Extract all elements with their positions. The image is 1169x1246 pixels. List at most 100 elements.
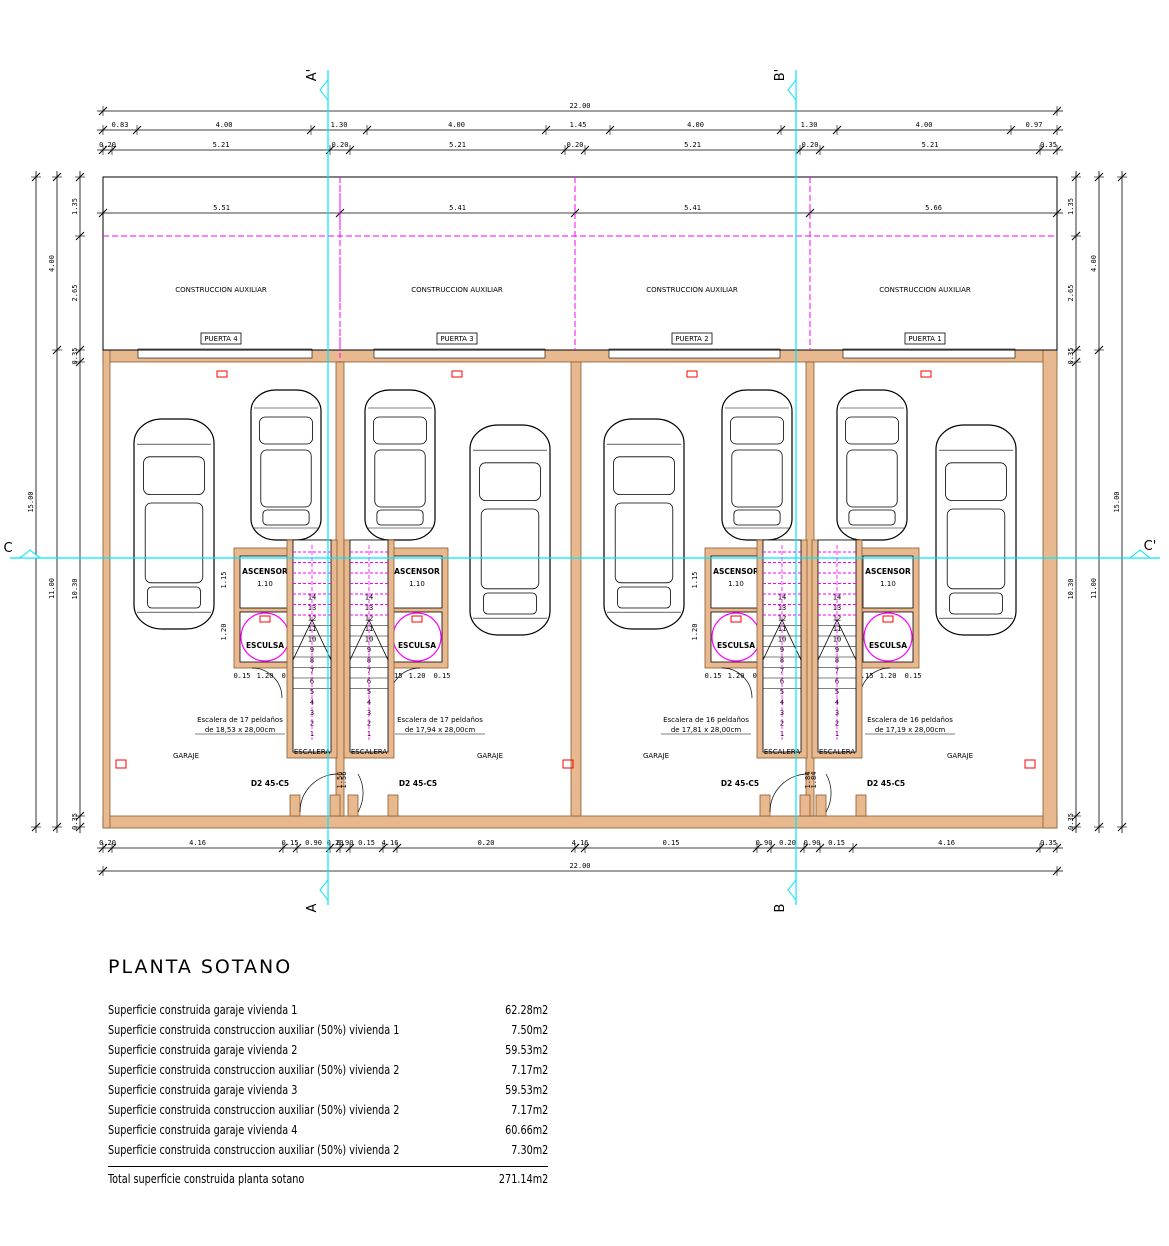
smoke-detector: [686, 370, 698, 378]
door-code: D2 45-C5: [251, 779, 289, 788]
dim-label: 4.00: [48, 255, 56, 272]
elevator-shaft: [862, 555, 914, 609]
car: [469, 424, 551, 636]
elev-hdim: 0.15: [905, 672, 922, 680]
car-roof: [480, 508, 540, 590]
car-body: [721, 389, 793, 541]
dim-label: 4.00: [448, 121, 465, 129]
lift-marker: [730, 615, 742, 623]
stair-note: Escalera de 16 peldaños: [867, 716, 953, 724]
jamb: [855, 794, 867, 817]
elevator-shaft: [391, 555, 443, 609]
dim-label: 4.00: [216, 121, 233, 129]
row-label: Superficie construida garaje vivienda 2: [108, 1042, 298, 1057]
garage-label: GARAJE: [643, 752, 669, 760]
car: [133, 418, 215, 630]
row-value: 59.53m2: [505, 1082, 549, 1097]
dim-label: 4.00: [687, 121, 704, 129]
car-body: [935, 424, 1017, 636]
stair-note: de 18,53 x 28,00cm: [205, 726, 275, 734]
dim-label: 5.21: [922, 141, 939, 149]
elev-vdim: 1.20: [220, 624, 228, 641]
aux-label: CONSTRUCCION AUXILIAR: [411, 286, 503, 294]
stair-arrow: [817, 619, 857, 661]
step-number: 6: [367, 678, 371, 686]
stair-label: ESCALERA: [764, 748, 800, 756]
elevator-dim: 1.10: [880, 580, 896, 588]
elevator-dim: 1.10: [257, 580, 273, 588]
elev-vdim: 1.15: [691, 572, 699, 589]
car-roof: [260, 449, 312, 508]
elev-hdim: 0.15: [705, 672, 722, 680]
stair-arrow: [292, 619, 332, 661]
dim-overall-top: 22.00: [569, 102, 590, 110]
dim-left-total: 15.00: [27, 491, 35, 512]
car: [603, 418, 685, 630]
total-value: 271.14m2: [498, 1171, 549, 1186]
row-label: Superficie construida garaje vivienda 4: [108, 1122, 298, 1137]
stair-vdim: 1.56: [336, 772, 344, 789]
dim-label: 0.20: [802, 141, 819, 149]
core: ASCENSOR1.10ESCULSA1.151.200.151.200.151…: [804, 539, 955, 817]
door-swing: [251, 667, 283, 699]
garage-door-opening: [373, 348, 546, 359]
row-value: 7.30m2: [511, 1142, 549, 1157]
dim-label: 0.35: [71, 813, 79, 830]
row-label: Superficie construida garaje vivienda 3: [108, 1082, 298, 1097]
dim-label: 1.35: [1067, 198, 1075, 215]
door-swing: [825, 773, 832, 813]
jamb: [329, 794, 341, 817]
lift-pit-label: ESCULSA: [246, 641, 284, 650]
car-roof: [846, 449, 898, 508]
elevator-shaft: [710, 555, 762, 609]
dim-label: 0.90: [305, 839, 322, 847]
dim-label: 5.41: [449, 204, 466, 212]
garage-label: GARAJE: [477, 752, 503, 760]
core: ASCENSOR1.10ESCULSA1.151.200.151.200.151…: [661, 539, 818, 817]
door-label: PUERTA 4: [204, 335, 238, 343]
lift-pit-label: ESCULSA: [869, 641, 907, 650]
dim-label: 4.00: [916, 121, 933, 129]
door-code: D2 45-C5: [399, 779, 437, 788]
jamb: [289, 794, 301, 817]
lift-circle: [863, 612, 913, 662]
row-label: Superficie construida garaje vivienda 1: [108, 1002, 298, 1017]
car-rear-window: [483, 592, 537, 615]
schedule-row: Superficie construida construccion auxil…: [108, 1060, 548, 1080]
lift-pit: [239, 611, 291, 663]
elevator-label: ASCENSOR: [713, 567, 759, 576]
garage-door-opening: [608, 348, 781, 359]
door-tag: [671, 332, 713, 345]
car-rear-window: [262, 509, 310, 526]
car-windshield: [945, 462, 1007, 501]
car-body: [603, 418, 685, 630]
section-label: C: [3, 541, 12, 556]
garage-door-opening: [137, 348, 313, 359]
section-marker: [787, 78, 797, 102]
schedule-title: PLANTA SOTANO: [108, 956, 293, 978]
dim-label: 5.66: [925, 204, 942, 212]
car-roof: [614, 502, 674, 584]
dim-label: 0.20: [99, 141, 116, 149]
row-value: 7.50m2: [511, 1022, 549, 1037]
smoke-detector: [451, 370, 463, 378]
car-roof: [374, 449, 426, 508]
lift-marker: [882, 615, 894, 623]
stair-vdim: 1.84: [810, 772, 818, 789]
door-code: D2 45-C5: [867, 779, 905, 788]
elevator-label: ASCENSOR: [242, 567, 288, 576]
jamb: [759, 794, 771, 817]
car-body: [133, 418, 215, 630]
dim-label: 0.90: [756, 839, 773, 847]
dim-label: 0.35: [1040, 839, 1057, 847]
section-label: B: [773, 904, 788, 913]
section-marker: [787, 878, 797, 902]
car-roof: [144, 502, 204, 584]
car: [250, 389, 322, 541]
dim-label: 5.41: [684, 204, 701, 212]
dim-label: 0.90: [804, 839, 821, 847]
row-label: Superficie construida construccion auxil…: [108, 1022, 400, 1037]
